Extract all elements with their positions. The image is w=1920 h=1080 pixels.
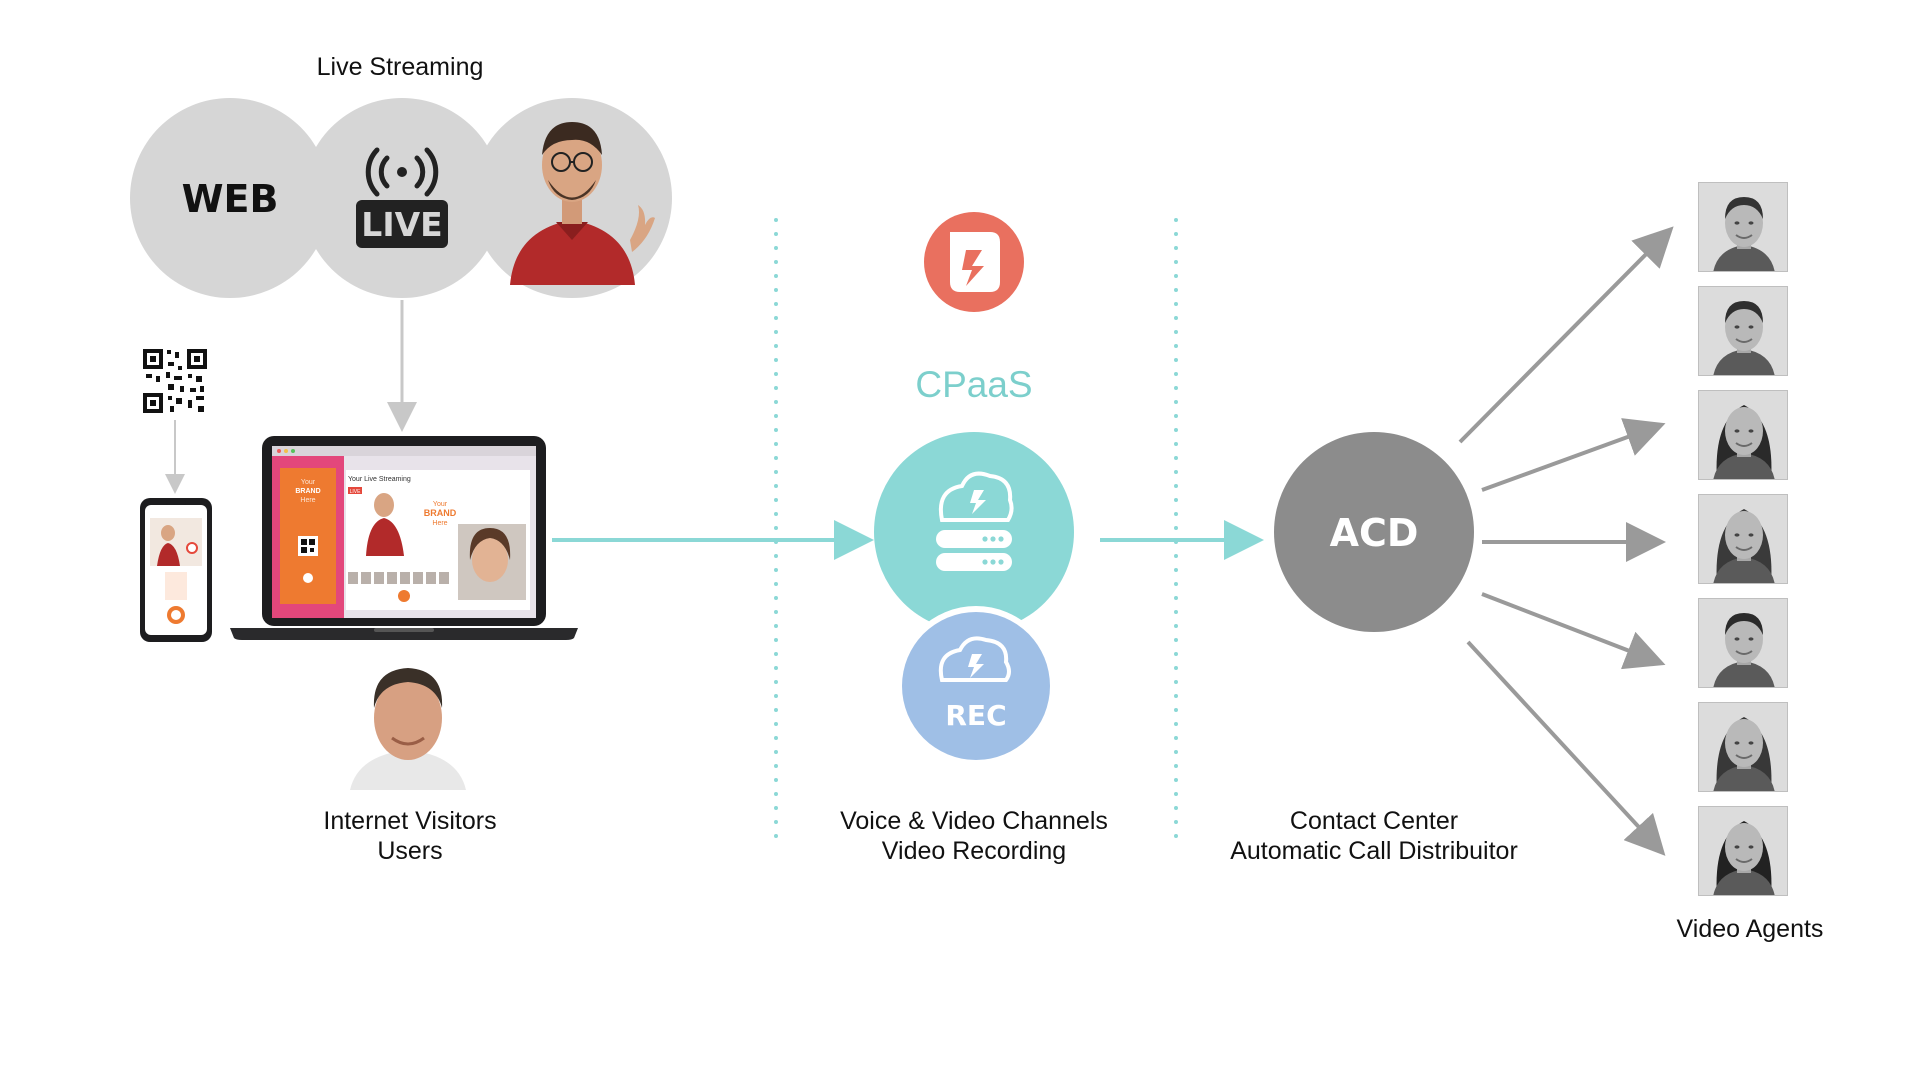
rec-text: REC [945, 699, 1006, 732]
agent-photo [1698, 702, 1788, 792]
cpaas-logo-icon [924, 212, 1024, 312]
agent-photo [1698, 390, 1788, 480]
laptop-main-brand-2: BRAND [424, 508, 457, 518]
acd-arrow-1 [1458, 226, 1674, 444]
cpaas-caption: Voice & Video Channels Video Recording [824, 806, 1124, 866]
acd-caption-line2: Automatic Call Distribuitor [1230, 837, 1518, 865]
distribution-arrows [1458, 226, 1674, 856]
acd-circle [1274, 432, 1474, 632]
visitors-caption: Internet Visitors Users [290, 806, 530, 866]
web-text: WEB [182, 177, 279, 221]
acd-arrow-4 [1481, 592, 1666, 670]
live-text: LIVE [361, 205, 442, 244]
agent-face-icon [1699, 183, 1787, 271]
live-streaming-group: WEB LIVE [130, 98, 672, 298]
agent-photo [1698, 806, 1788, 896]
live-badge-icon [356, 200, 448, 248]
laptop-main-brand-3: Here [432, 520, 447, 527]
recording-group: REC [896, 606, 1056, 766]
cloud-server-icon [936, 471, 1014, 571]
laptop-live-badge: LIVE [350, 489, 362, 495]
laptop-side-brand-1: Your [301, 479, 316, 486]
presenter-person-icon [510, 122, 655, 285]
video-agents-label: Video Agents [1676, 915, 1824, 943]
acd-caption: Contact Center Automatic Call Distribuit… [1214, 806, 1534, 866]
agent-photo [1698, 494, 1788, 584]
cpaas-caption-line2: Video Recording [881, 837, 1067, 865]
rec-cloud-icon [938, 636, 1011, 682]
agent-face-icon [1699, 495, 1787, 583]
agent-face-icon [1699, 599, 1787, 687]
acd-arrow-2 [1481, 418, 1666, 492]
agent-face-icon [1699, 391, 1787, 479]
laptop-main-brand-1: Your [433, 501, 448, 508]
cpaas-server-group [874, 432, 1074, 632]
agent-face-icon [1699, 807, 1787, 895]
cpaas-label: CPaaS [915, 364, 1032, 405]
qr-code-icon [142, 348, 208, 414]
acd-caption-line1: Contact Center [1289, 807, 1459, 835]
web-circle [130, 98, 330, 298]
acd-text: ACD [1330, 511, 1419, 555]
agent-photo [1698, 598, 1788, 688]
visitors-caption-line2: Users [377, 837, 443, 865]
agent-photo [1698, 182, 1788, 272]
agent-face-icon [1699, 703, 1787, 791]
live-streaming-label: Live Streaming [316, 53, 484, 81]
laptop-icon: Your BRAND Here Your Live Streaming LIVE… [230, 436, 578, 640]
broadcast-icon [365, 147, 439, 197]
cpaas-caption-line1: Voice & Video Channels [840, 807, 1108, 835]
laptop-main-title: Your Live Streaming [348, 476, 411, 483]
smartphone-icon [140, 498, 212, 642]
acd-arrow-5 [1466, 640, 1666, 856]
visitors-caption-line1: Internet Visitors [323, 807, 497, 835]
agent-face-icon [1699, 287, 1787, 375]
visitor-person-icon [350, 668, 466, 790]
laptop-side-brand-3: Here [300, 497, 315, 504]
rec-circle [902, 612, 1050, 760]
live-circle [302, 98, 502, 298]
agent-photo [1698, 286, 1788, 376]
laptop-side-brand-2: BRAND [295, 488, 320, 495]
